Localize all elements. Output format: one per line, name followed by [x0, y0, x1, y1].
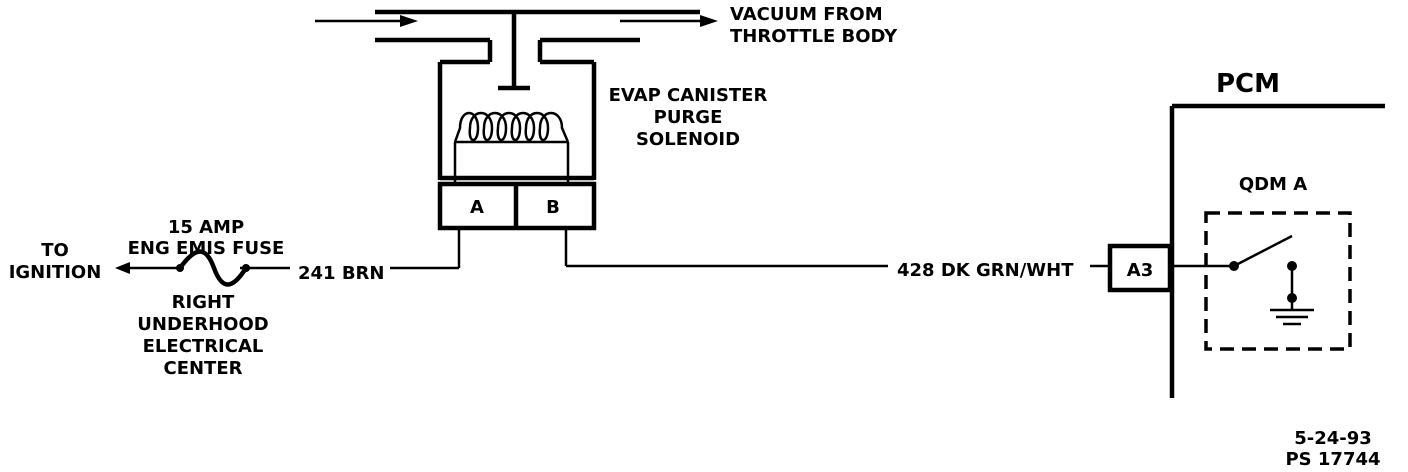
fuse-location-line3: ELECTRICAL	[143, 336, 264, 357]
wire-a-label: 241 BRN	[298, 263, 384, 284]
fuse-location-line2: UNDERHOOD	[137, 314, 268, 335]
fuse-location-line4: CENTER	[163, 358, 242, 379]
qdm-label: QDM A	[1239, 174, 1307, 195]
to-ignition-line2: IGNITION	[9, 262, 102, 283]
evap-solenoid	[437, 59, 597, 182]
vacuum-line	[315, 9, 718, 91]
pcm-module: A3	[1107, 103, 1385, 398]
footer-ref: PS 17744	[1285, 449, 1380, 470]
wire-b-label: 428 DK GRN/WHT	[897, 260, 1074, 281]
solenoid-coil	[453, 111, 570, 143]
fuse-location-line1: RIGHT	[172, 292, 235, 313]
fuse-label-line2: ENG EMIS FUSE	[128, 238, 285, 259]
solenoid-connector: A B	[437, 181, 597, 231]
terminal-a-label: A	[470, 197, 484, 218]
qdm-box	[1204, 211, 1352, 351]
to-ignition-line1: TO	[41, 240, 69, 261]
solenoid-label-line3: SOLENOID	[636, 129, 740, 150]
terminal-b-label: B	[546, 197, 560, 218]
fuse	[115, 249, 250, 287]
pcm-terminal-label: A3	[1127, 260, 1153, 281]
fuse-label-line1: 15 AMP	[168, 217, 244, 238]
vacuum-label-line1: VACUUM FROM	[730, 4, 883, 25]
wire-428-dk-grn-wht: 428 DK GRN/WHT	[564, 228, 1110, 281]
vacuum-label-line2: THROTTLE BODY	[730, 26, 898, 47]
pcm-label: PCM	[1216, 69, 1280, 99]
footer-date: 5-24-93	[1294, 428, 1372, 449]
solenoid-label-line1: EVAP CANISTER	[609, 85, 768, 106]
solenoid-label-line2: PURGE	[654, 107, 723, 128]
